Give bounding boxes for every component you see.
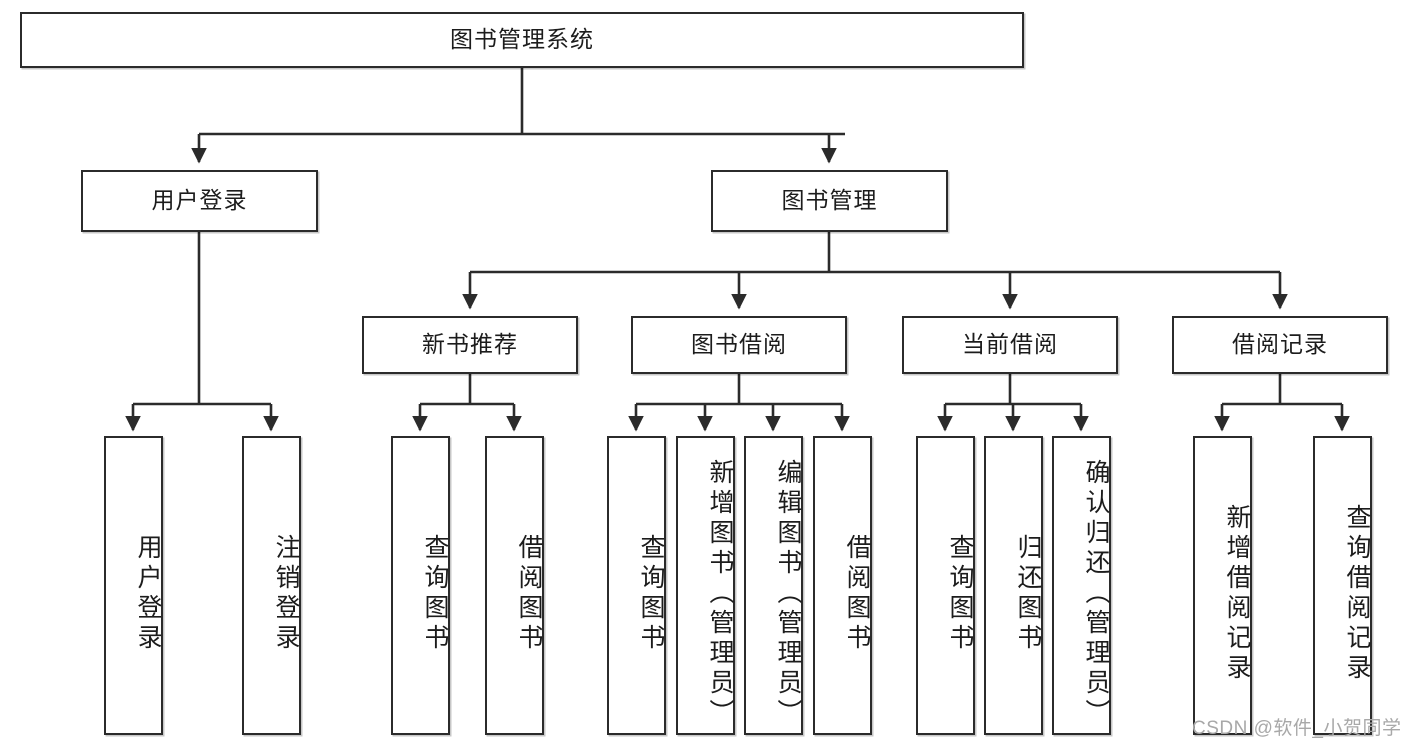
node-leaf-borrow-book-1-label: 借阅图书 xyxy=(515,533,543,654)
node-current-borrow[interactable]: 当前借阅 xyxy=(902,316,1118,374)
node-leaf-logout-login[interactable]: 注销登录 xyxy=(242,436,301,735)
node-leaf-logout-login-label: 注销登录 xyxy=(272,533,300,654)
node-leaf-add-book-label: 新增图书（管理员） xyxy=(706,458,734,729)
node-leaf-borrow-book-2[interactable]: 借阅图书 xyxy=(813,436,872,735)
node-leaf-borrow-book-1[interactable]: 借阅图书 xyxy=(485,436,544,735)
node-leaf-query-book-3[interactable]: 查询图书 xyxy=(916,436,975,735)
node-leaf-query-book-1[interactable]: 查询图书 xyxy=(391,436,450,735)
node-book-borrow-label: 图书借阅 xyxy=(691,331,787,358)
node-leaf-query-book-2-label: 查询图书 xyxy=(637,533,665,654)
node-leaf-confirm-return-label: 确认归还（管理员） xyxy=(1082,458,1110,729)
node-leaf-confirm-return[interactable]: 确认归还（管理员） xyxy=(1052,436,1111,735)
node-leaf-return-book[interactable]: 归还图书 xyxy=(984,436,1043,735)
node-leaf-add-record-label: 新增借阅记录 xyxy=(1223,503,1251,684)
node-leaf-query-record-label: 查询借阅记录 xyxy=(1343,503,1371,684)
node-leaf-query-record[interactable]: 查询借阅记录 xyxy=(1313,436,1372,735)
node-leaf-add-record[interactable]: 新增借阅记录 xyxy=(1193,436,1252,735)
node-new-book-rec[interactable]: 新书推荐 xyxy=(362,316,578,374)
node-leaf-user-login-label: 用户登录 xyxy=(134,533,162,654)
node-leaf-return-book-label: 归还图书 xyxy=(1014,533,1042,654)
node-leaf-query-book-1-label: 查询图书 xyxy=(421,533,449,654)
node-leaf-edit-book-label: 编辑图书（管理员） xyxy=(774,458,802,729)
node-root-label: 图书管理系统 xyxy=(450,26,594,53)
node-borrow-record-label: 借阅记录 xyxy=(1232,331,1328,358)
node-leaf-borrow-book-2-label: 借阅图书 xyxy=(843,533,871,654)
watermark-text: CSDN @软件_小贺同学 xyxy=(1192,718,1402,739)
node-current-borrow-label: 当前借阅 xyxy=(962,331,1058,358)
node-leaf-add-book[interactable]: 新增图书（管理员） xyxy=(676,436,735,735)
node-root[interactable]: 图书管理系统 xyxy=(20,12,1024,68)
node-book-manage-label: 图书管理 xyxy=(781,187,878,214)
node-leaf-query-book-3-label: 查询图书 xyxy=(946,533,974,654)
node-leaf-query-book-2[interactable]: 查询图书 xyxy=(607,436,666,735)
node-user-login-label: 用户登录 xyxy=(151,187,248,214)
node-leaf-user-login[interactable]: 用户登录 xyxy=(104,436,163,735)
node-leaf-edit-book[interactable]: 编辑图书（管理员） xyxy=(744,436,803,735)
node-new-book-rec-label: 新书推荐 xyxy=(422,331,518,358)
node-user-login[interactable]: 用户登录 xyxy=(81,170,318,232)
node-book-borrow[interactable]: 图书借阅 xyxy=(631,316,847,374)
node-borrow-record[interactable]: 借阅记录 xyxy=(1172,316,1388,374)
node-book-manage[interactable]: 图书管理 xyxy=(711,170,948,232)
